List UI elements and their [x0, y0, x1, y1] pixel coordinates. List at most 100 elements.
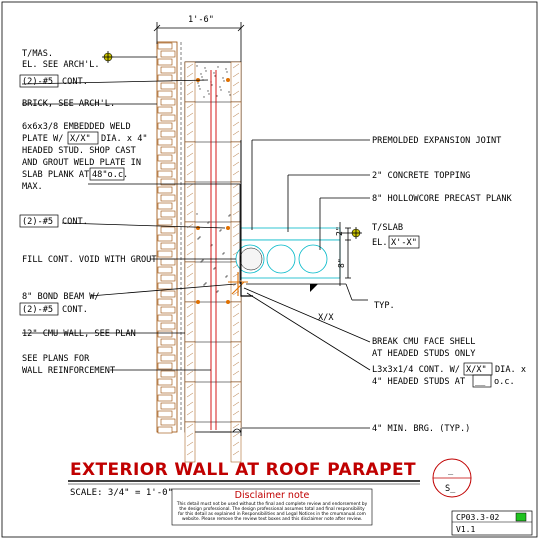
brick-unit: [160, 354, 176, 362]
cmu-hatch: [232, 192, 240, 198]
grout-speckle: [220, 89, 222, 91]
grout-speckle: [228, 91, 230, 93]
grout-speckle: [211, 244, 213, 246]
cmu-face-shell: [184, 341, 196, 383]
cmu-face-shell: [184, 301, 196, 343]
cmu-face-shell: [230, 421, 242, 463]
break-line-1: BREAK CMU FACE SHELL: [372, 337, 475, 347]
cmu-face-shell: [184, 181, 196, 223]
brick-unit: [160, 66, 176, 74]
grout-speckle: [208, 221, 210, 223]
cmu-face-shell: [230, 101, 242, 143]
cmu-hatch: [186, 112, 194, 118]
grout-speckle: [226, 275, 228, 277]
min-brg-label: 4" MIN. BRG. (TYP.): [372, 424, 470, 434]
cmu-hatch: [186, 441, 194, 447]
cmu-hatch: [186, 392, 194, 398]
grout-speckle: [219, 230, 221, 232]
brick-veneer: [156, 41, 178, 434]
cmu-hatch: [232, 410, 240, 416]
mid-bars-label: (2)-#5: [22, 217, 53, 227]
grout-speckle: [204, 283, 206, 285]
grout-speckle: [204, 67, 206, 69]
disclaimer-box: Disclaimer note This detail must not be …: [171, 488, 373, 526]
angle-callout: L3x3x1/4 CONT. W/ X/X" DIA. x 4" HEADED …: [372, 362, 526, 388]
brick-unit: [160, 210, 176, 218]
weld-line-2-box: X/X": [70, 134, 91, 144]
right-leaders: [242, 139, 371, 429]
brick-unit: [160, 130, 176, 138]
concrete-topping: [240, 227, 341, 241]
cmu-hatch: [232, 143, 240, 149]
weld-line-3: HEADED STUD. SHOP CAST: [22, 146, 136, 156]
cmu-hatch: [186, 121, 194, 127]
el-slab-box: X'-X": [391, 238, 417, 248]
grout-speckle: [214, 267, 216, 269]
sheet-number-box: CP03.3-02 V1.1: [451, 510, 533, 536]
grout-speckle: [196, 65, 198, 67]
cmu-hatch: [232, 401, 240, 407]
cmu-hatch: [232, 130, 240, 136]
cmu-face-shell: [184, 421, 196, 463]
cmu-hatch: [186, 210, 194, 216]
grout-speckle: [205, 70, 207, 72]
brick-label: BRICK, SEE ARCH'L.: [22, 99, 115, 109]
cmu-hatch: [232, 423, 240, 429]
el-see-arch-label: EL. SEE ARCH'L.: [22, 60, 100, 70]
grout-speckle: [197, 238, 199, 240]
cmu-hatch: [186, 370, 194, 376]
cmu-face-shell: [184, 141, 196, 183]
cmu-hatch: [232, 392, 240, 398]
cmu-hatch: [186, 263, 194, 269]
cmu-hatch: [186, 161, 194, 167]
grout-speckle: [199, 236, 201, 238]
bond-line-1: 8" BOND BEAM W/: [22, 292, 100, 302]
cmu-hatch: [186, 290, 194, 296]
angle-line-1-box: X/X": [466, 365, 487, 375]
brick-unit: [157, 106, 173, 114]
mid-bars-suffix: CONT.: [62, 217, 88, 227]
premolded-label: PREMOLDED EXPANSION JOINT: [372, 136, 501, 146]
cmu-face-shell: [184, 261, 196, 303]
cmu-hatch: [232, 312, 240, 318]
cmu-hatch: [232, 303, 240, 309]
brick-unit: [160, 114, 176, 122]
cmu-hatch: [232, 450, 240, 456]
grout-speckle: [202, 259, 204, 261]
grout-speckle: [222, 77, 224, 79]
cmu-hatch: [186, 343, 194, 349]
brick-unit: [157, 170, 173, 178]
cmu-hatch: [232, 121, 240, 127]
cmu-hatch: [232, 441, 240, 447]
cmu-hatch: [186, 72, 194, 78]
bond-line-2-box: (2)-#5: [22, 305, 53, 315]
brick-unit: [157, 330, 173, 338]
cmu-hatch: [186, 152, 194, 158]
cmu-face-shell: [184, 221, 196, 263]
bearing-dimension: [210, 428, 242, 436]
brick-unit: [157, 42, 173, 50]
brick-unit: [157, 202, 173, 210]
brick-unit: [157, 410, 173, 418]
grout-speckle: [196, 213, 198, 215]
grout-speckle: [216, 291, 218, 293]
grout-speckle: [222, 253, 224, 255]
el-slab-callout: EL. X'-X": [372, 235, 420, 249]
cmu-face-shell: [184, 61, 196, 103]
angle-line-2-post: o.c.: [494, 377, 515, 387]
width-dimension-label: 1'-6": [188, 15, 214, 25]
grout-speckle: [226, 71, 228, 73]
brick-unit: [157, 314, 173, 322]
mid-bars-callout: (2)-#5 CONT.: [19, 214, 88, 228]
cmu-hatch: [186, 410, 194, 416]
cmu-label: 12" CMU WALL, SEE PLAN: [22, 329, 136, 339]
cmu-hatch: [232, 241, 240, 247]
topping-dimension-label: 2": [335, 226, 344, 236]
brick-unit: [157, 282, 173, 290]
weld-line-2-pre: PLATE W/: [22, 134, 63, 144]
bond-beam-callout: 8" BOND BEAM W/ (2)-#5 CONT.: [19, 292, 100, 316]
grout-speckle: [198, 85, 200, 87]
break-line-2: AT HEADED STUDS ONLY: [372, 349, 476, 359]
